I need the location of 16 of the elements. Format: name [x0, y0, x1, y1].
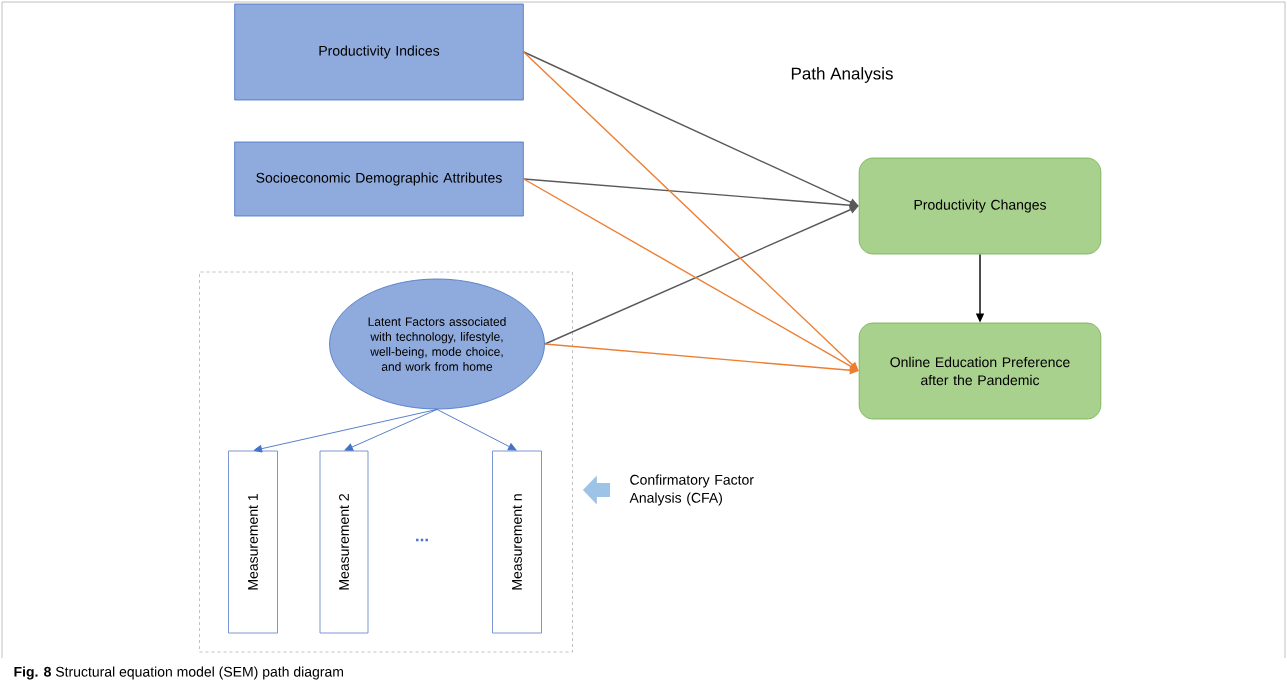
arrow: [523, 51, 859, 371]
outcome-box: Productivity Changes: [858, 157, 1102, 255]
measurement-box: Measurement 1: [228, 450, 278, 634]
arrow: [344, 408, 438, 451]
measurement-box: Measurement 2: [319, 450, 369, 634]
ellipsis: ...: [416, 538, 428, 542]
variable-box: Socioeconomic Demographic Attributes: [234, 141, 524, 217]
arrow: [436, 408, 517, 451]
arrow: [253, 408, 438, 453]
figure-caption: Fig. 8 Structural equation model (SEM) path diagram: [14, 666, 343, 680]
measurement-box: Measurement n: [492, 450, 542, 634]
annotation-text: Confirmatory Factor Analysis (CFA): [629, 474, 754, 506]
outcome-box: Online Education Preference after the Pandemic: [858, 322, 1102, 420]
dashed-frame: [199, 271, 573, 653]
section-title: Path Analysis: [791, 67, 893, 83]
variable-box: Productivity Indices: [234, 3, 524, 101]
